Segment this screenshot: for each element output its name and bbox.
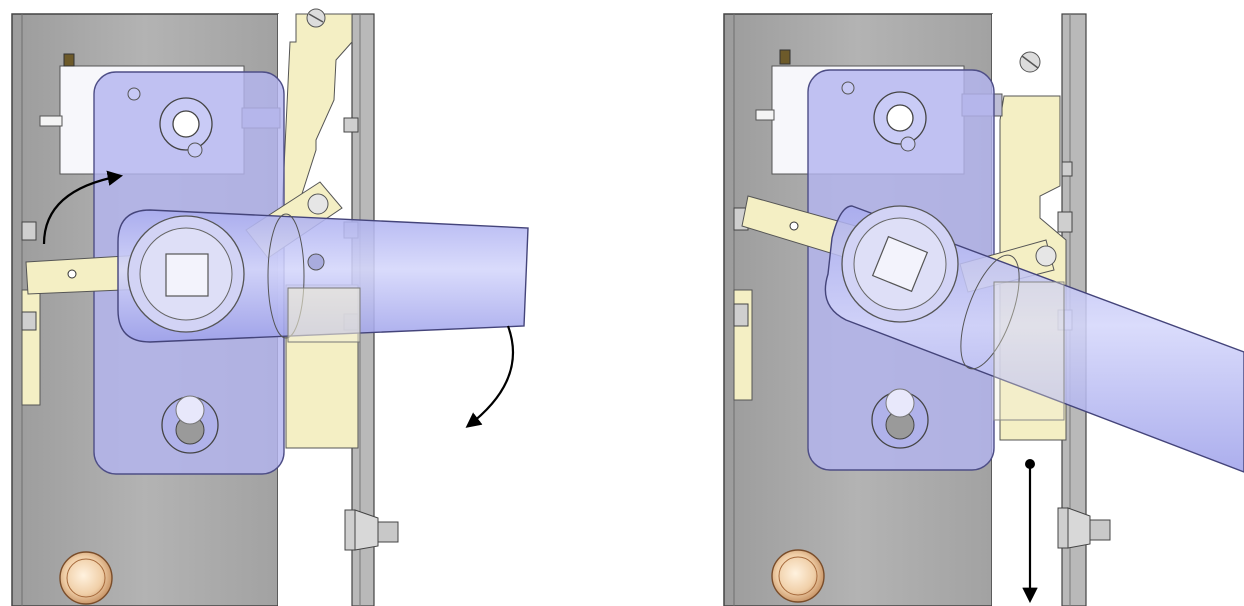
left-rotation-arrow-down: [465, 325, 515, 428]
left-rail-screw: [344, 509, 399, 551]
left-panel: [11, 8, 529, 606]
left-brass-knob: [59, 551, 113, 605]
left-rotation-arrow-up: [42, 170, 124, 245]
right-square-drive: [871, 235, 929, 293]
right-brass-knob: [771, 549, 825, 603]
right-rail-screw: [1057, 507, 1111, 549]
left-small-latch: [21, 289, 41, 406]
right-panel: [723, 13, 1244, 606]
left-square-drive: [165, 253, 209, 297]
